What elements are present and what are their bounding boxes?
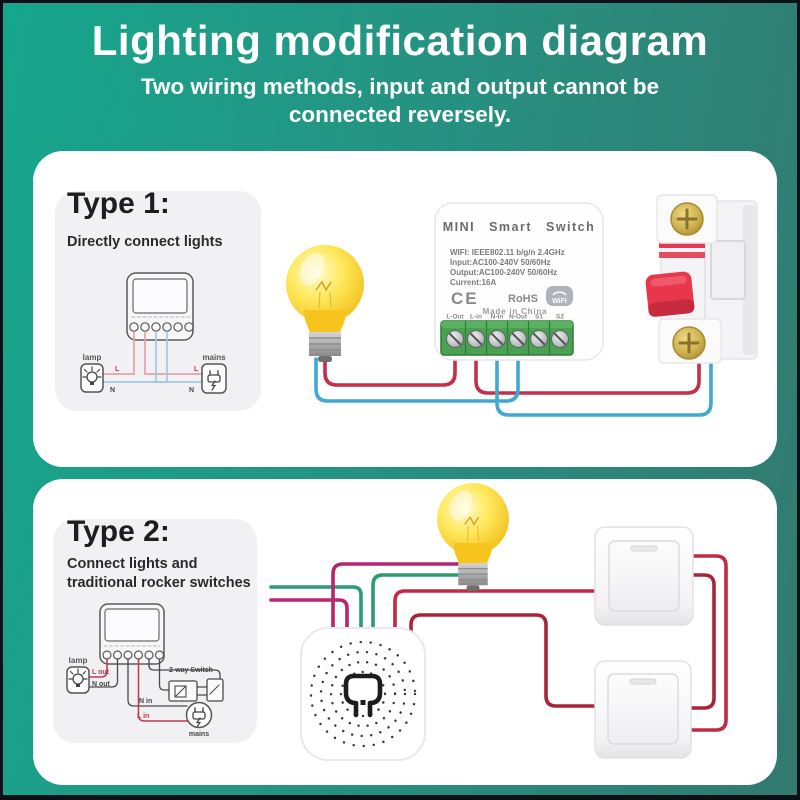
page-title: Lighting modification diagram (91, 17, 709, 64)
type2-subheading: Connect lights and traditional rocker sw… (67, 556, 251, 591)
type1-heading: Type 1: (67, 187, 170, 220)
type1-schematic-background (55, 191, 261, 411)
type2-schematic-background (53, 519, 257, 743)
type2-heading: Type 2: (67, 515, 170, 548)
poster-header: Lighting modification diagram Two wiring… (3, 3, 797, 129)
type1-subheading: Directly connect lights (67, 234, 223, 250)
type2-panel: Type 2: Connect lights and traditional r… (33, 479, 777, 785)
type1-panel: Type 1: Directly connect lights (33, 151, 777, 467)
page-subtitle: Two wiring methods, input and output can… (140, 74, 660, 128)
